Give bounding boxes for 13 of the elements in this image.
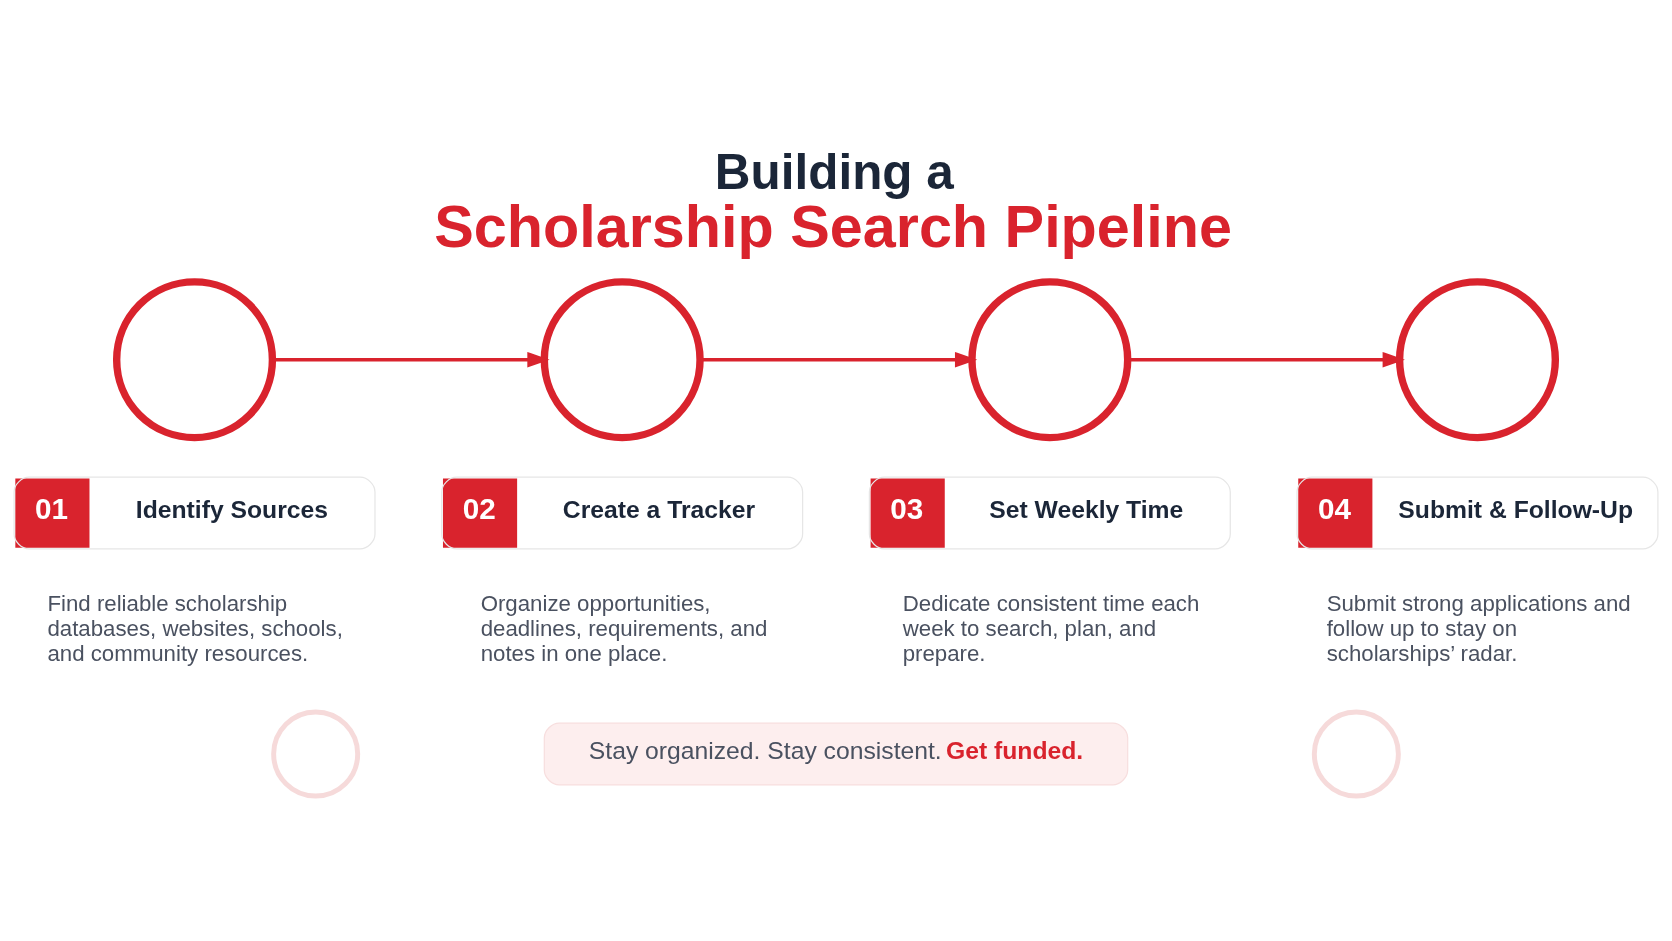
node-circle: [112, 277, 277, 441]
node-box: Stay organized. Stay consistent. Get funded.: [543, 722, 1129, 786]
node-circle: [1395, 277, 1560, 441]
diagram-title: Building a Scholarship Search Pipeline: [434, 143, 1233, 260]
node-label: Find reliable scholarship databases, websites, schools, and community resources.: [47, 590, 343, 666]
node-label: Organize opportunities, deadlines, requirements, and notes in one place.: [480, 590, 768, 666]
node-circle: [1311, 709, 1401, 799]
node-label: Dedicate consistent time each week to search, plan, and prepare.: [902, 590, 1200, 666]
node-circle: [968, 277, 1132, 441]
node-circle: [540, 277, 704, 441]
node-circle: [271, 709, 361, 799]
node-label: Submit strong applications and follow up to stay on scholarships’ radar.: [1326, 590, 1631, 666]
arrow: [700, 351, 978, 368]
